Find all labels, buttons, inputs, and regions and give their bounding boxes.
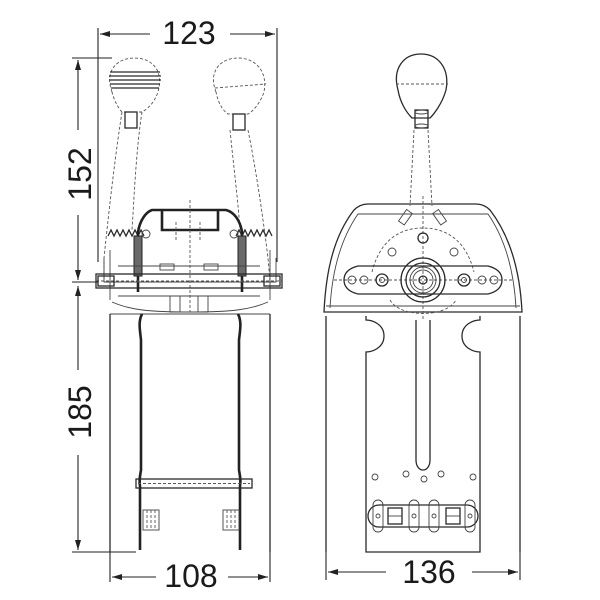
dim-label-152: 152 [62,147,98,200]
dimension-123: 123 [97,15,278,262]
mounting-plate [325,316,521,553]
dimension-185: 185 [62,286,136,553]
dim-label-136: 136 [402,554,455,590]
side-lower-body [109,313,271,552]
side-view [95,57,283,552]
dim-label-123: 123 [162,15,215,51]
front-view [323,53,523,553]
dim-label-185: 185 [62,385,98,438]
central-hub [389,257,457,314]
dim-label-108: 108 [164,558,217,594]
right-lever-knob [213,57,267,131]
front-lever-knob [395,53,448,129]
dimension-136: 136 [325,552,521,590]
dimension-108: 108 [109,552,271,594]
dimension-152: 152 [62,57,112,283]
left-lever-knob [109,57,161,129]
